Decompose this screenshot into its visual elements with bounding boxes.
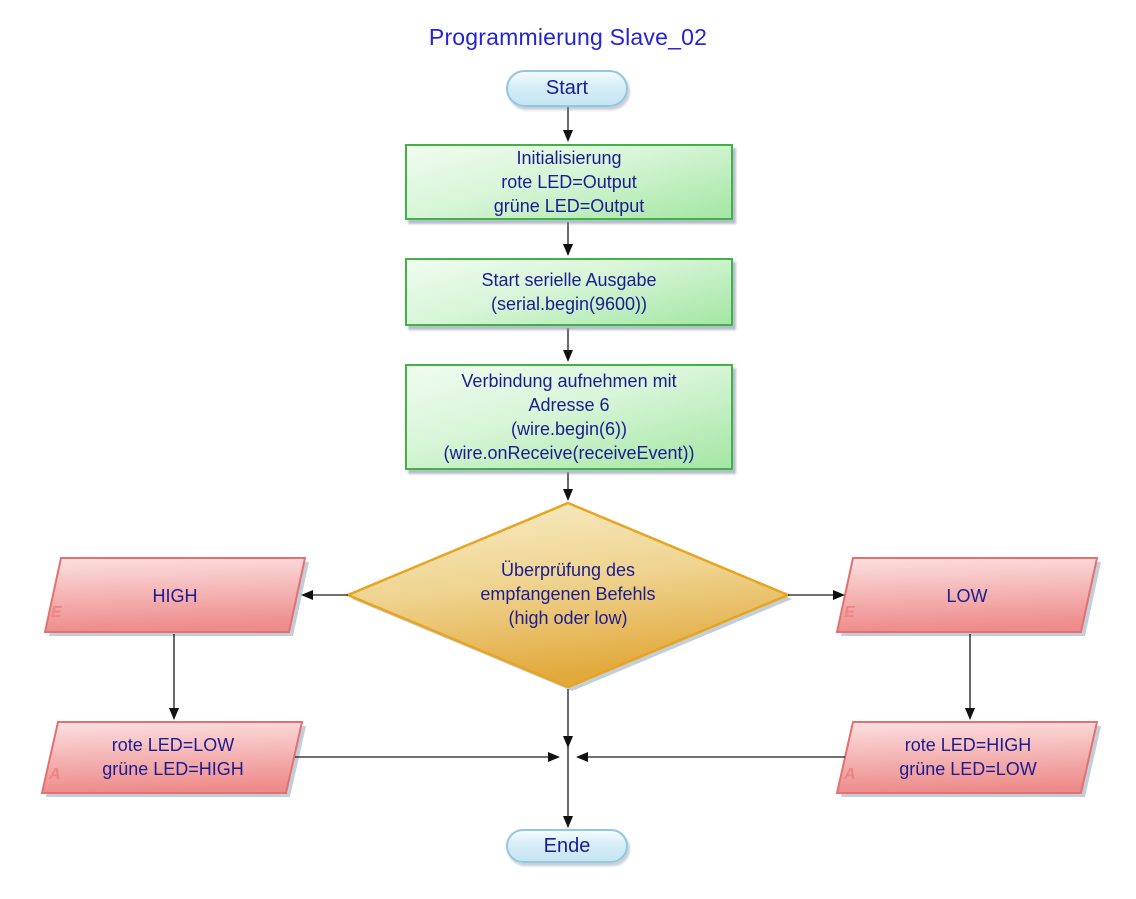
io-high-label: HIGH — [152, 586, 198, 606]
io-low-marker: E — [844, 604, 855, 621]
start-node: Start — [506, 70, 628, 107]
io-result-left-text: rote LED=LOW grüne LED=HIGH — [48, 733, 298, 781]
process-line: rote LED=Output — [501, 172, 637, 192]
io-result-right-shape — [835, 721, 1099, 794]
decision-diamond-shape — [344, 501, 792, 689]
process-line: Initialisierung — [516, 148, 622, 168]
process-initialisierung: Initialisierung rote LED=Output grüne LE… — [405, 144, 733, 220]
process-line: Verbindung aufnehmen mit — [461, 371, 677, 391]
process-line: (wire.onReceive(receiveEvent)) — [443, 443, 695, 463]
process-verbindung: Verbindung aufnehmen mit Adresse 6 (wire… — [405, 364, 733, 470]
io-result-left-shape — [40, 721, 304, 794]
start-label: Start — [545, 77, 589, 99]
page-title: Programmierung Slave_02 — [428, 24, 708, 50]
decision-line: empfangenen Befehls — [480, 584, 656, 604]
io-result-left-marker: A — [49, 766, 61, 783]
io-low-shape — [835, 557, 1099, 633]
io-high-shape — [43, 557, 307, 633]
end-node: Ende — [506, 829, 628, 863]
io-result-line: rote LED=HIGH — [904, 735, 1032, 755]
io-high-marker: E — [51, 604, 62, 621]
process-line: (serial.begin(9600)) — [490, 294, 648, 314]
decision-line: Überprüfung des — [500, 560, 636, 580]
process-line: Start serielle Ausgabe — [481, 270, 657, 290]
io-result-right-text: rote LED=HIGH grüne LED=LOW — [843, 733, 1093, 781]
io-result-right-marker: A — [844, 766, 856, 783]
decision-line: (high oder low) — [508, 608, 628, 628]
io-result-line: grüne LED=LOW — [899, 759, 1037, 779]
process-line: (wire.begin(6)) — [510, 419, 628, 439]
io-result-line: rote LED=LOW — [111, 735, 235, 755]
io-result-line: grüne LED=HIGH — [102, 759, 244, 779]
io-low-label: LOW — [946, 586, 988, 606]
process-serielle-ausgabe: Start serielle Ausgabe (serial.begin(960… — [405, 258, 733, 326]
connectors — [169, 107, 975, 828]
decision-text: Überprüfung des empfangenen Befehls (hig… — [418, 558, 718, 630]
end-label: Ende — [543, 834, 591, 857]
process-line: grüne LED=Output — [493, 196, 645, 216]
process-line: Adresse 6 — [528, 395, 610, 415]
